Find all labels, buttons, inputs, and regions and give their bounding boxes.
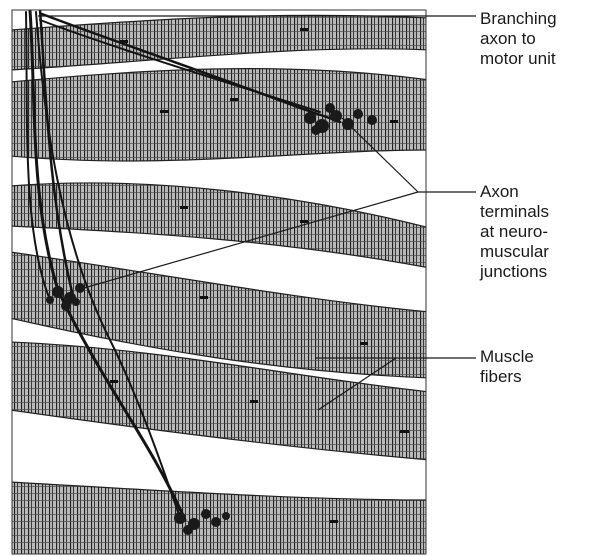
label-branching-axon: Branching axon to motor unit	[480, 9, 557, 69]
muscle-fiber	[10, 69, 430, 161]
label-muscle-fibers: Muscle fibers	[480, 347, 534, 387]
label-axon-terminals: Axon terminals at neuro- muscular juncti…	[480, 182, 549, 282]
